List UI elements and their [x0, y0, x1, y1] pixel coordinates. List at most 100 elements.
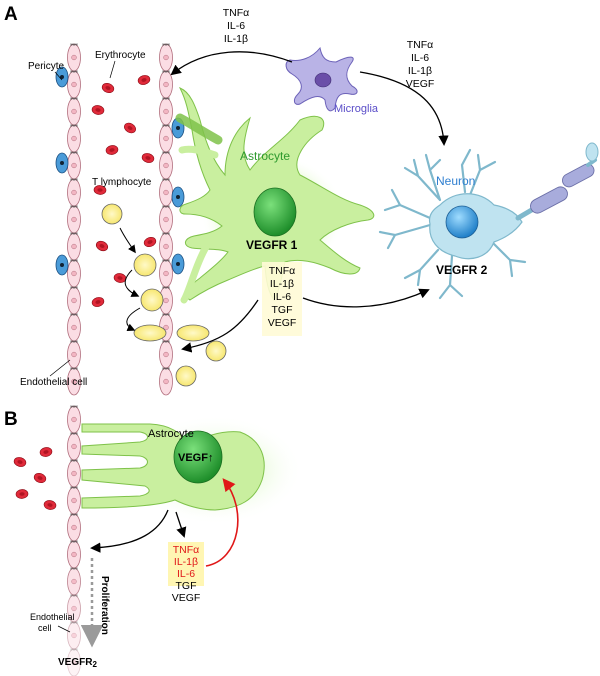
tight-junction — [69, 259, 79, 263]
tight-junction — [161, 151, 171, 155]
tight-junction — [69, 70, 79, 74]
astrocyte-a — [175, 87, 375, 304]
tight-junction — [161, 97, 171, 101]
astrocyte-to-vessel-arrow — [181, 299, 259, 353]
vegfr2-label: VEGFR 2 — [436, 263, 488, 277]
endothelial-nucleus — [71, 416, 77, 423]
tight-junction — [69, 232, 79, 236]
cytokine-label: IL-1β — [408, 65, 432, 77]
astrocyte-endfoot — [180, 236, 214, 304]
tight-junction — [69, 486, 79, 490]
tight-junction — [161, 286, 171, 290]
t-lymphocyte — [175, 365, 197, 387]
endothelial-nucleus — [71, 162, 77, 169]
endothelial-nucleus — [71, 297, 77, 304]
endothelial-nucleus — [163, 243, 169, 250]
endothelial-nucleus — [71, 324, 77, 331]
endothelial-nucleus — [163, 270, 169, 277]
endothelial-nucleus — [163, 135, 169, 142]
vegfr2-b-label-sub: 2 — [92, 660, 97, 669]
endothelial-nucleus — [71, 578, 77, 585]
tight-junction — [161, 178, 171, 182]
pericytes — [55, 66, 185, 276]
endothelial-nucleus — [163, 54, 169, 61]
erythrocytes-b — [13, 447, 57, 510]
microglia-to-vessel-arrow — [170, 51, 293, 76]
astrocyte-b-nucleus — [173, 430, 223, 484]
tight-junction — [161, 367, 171, 371]
erythrocyte-center — [19, 492, 25, 496]
endothelial-nucleus — [163, 378, 169, 385]
endothelial-nucleus — [71, 659, 77, 666]
tight-junction — [161, 259, 171, 263]
endothelial-nucleus — [71, 54, 77, 61]
myelin-sheath — [562, 163, 595, 188]
endothelial-nucleus — [163, 324, 169, 331]
vegf-up-label: VEGF↑ — [178, 452, 213, 464]
endothelial-nucleus — [71, 524, 77, 531]
neuron — [378, 142, 599, 300]
microglia-to-neuron-arrow — [359, 71, 449, 146]
endothelial-b-leader — [57, 625, 71, 633]
vegfr2-b-label-text: VEGFR — [58, 657, 93, 668]
astrocyte-b-label: Astrocyte — [148, 428, 194, 440]
pericyte-nucleus — [176, 126, 180, 130]
cytokine-label: VEGF — [172, 592, 201, 604]
autocrine-red-arrow — [205, 478, 239, 567]
erythrocyte-center — [95, 300, 101, 304]
erythrocyte-center — [97, 188, 103, 192]
erythrocyte-center — [141, 78, 147, 82]
lymphocyte-arrow — [119, 227, 136, 254]
tight-junction — [69, 205, 79, 209]
t-lymphocyte-squeezing — [176, 324, 210, 342]
astrocyte-b-to-vessel-arrow — [90, 509, 169, 553]
neuron-label: Neuron — [436, 174, 475, 188]
pericyte-nucleus — [176, 262, 180, 266]
lymphocyte-arrow — [126, 307, 141, 332]
cytokine-b-highlight — [168, 542, 204, 586]
cytokine-label: IL-6 — [227, 20, 245, 32]
pericyte-nucleus — [60, 75, 64, 79]
astrocyte-cytokine-box — [262, 262, 302, 336]
tight-junction — [69, 43, 79, 47]
endothelial-nucleus — [163, 162, 169, 169]
pericyte-leader — [54, 71, 63, 81]
endothelial-leader — [49, 359, 71, 377]
microglia — [285, 46, 358, 112]
tight-junction — [161, 340, 171, 344]
endothelial-b-label-line2: cell — [38, 623, 52, 633]
erythrocyte-center — [37, 476, 43, 480]
astrocyte-label: Astrocyte — [240, 149, 290, 163]
erythrocyte-center — [99, 244, 105, 248]
cytokine-label: TGF — [176, 580, 197, 592]
vessel-wall-left — [67, 43, 81, 396]
endothelial-b-label: Endothelial — [30, 612, 75, 622]
cytokine-label: TNFα — [269, 265, 295, 277]
endothelial-nucleus — [71, 605, 77, 612]
t-lymphocyte-squeezing — [133, 324, 167, 342]
erythrocyte-center — [127, 125, 133, 131]
astrocyte-nucleus — [253, 187, 297, 237]
erythrocyte-center — [47, 503, 53, 507]
microglia-label: Microglia — [334, 103, 379, 115]
t-lymphocyte — [101, 203, 123, 225]
erythrocyte-leader — [109, 60, 116, 79]
astrocyte-endfoot — [175, 113, 223, 145]
erythrocyte-label: Erythrocyte — [95, 50, 146, 61]
t-lymphocyte — [140, 288, 164, 312]
tight-junction — [69, 621, 79, 625]
astrocyte-b-secretion-arrow — [175, 511, 187, 538]
tight-junction — [69, 432, 79, 436]
t-lymphocytes — [101, 203, 227, 387]
endothelial-nucleus — [71, 81, 77, 88]
erythrocytes — [91, 75, 157, 307]
panel-a-letter: A — [4, 4, 18, 25]
tight-junction — [161, 232, 171, 236]
cytokine-label: VEGF — [268, 317, 297, 329]
microglia-nucleus — [314, 72, 332, 88]
endothelial-nucleus — [71, 632, 77, 639]
vegfr1-label: VEGFR 1 — [246, 238, 298, 252]
